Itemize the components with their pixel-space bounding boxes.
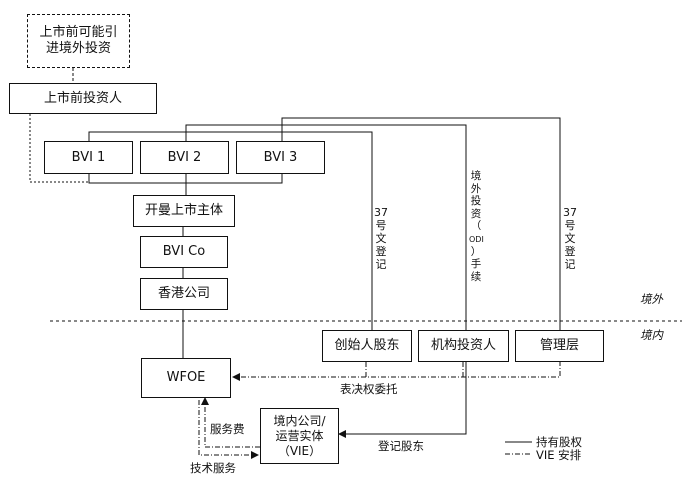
- box-founder-shareholder: 创始人股东: [322, 330, 412, 362]
- box-wfoe: WFOE: [141, 358, 231, 398]
- legend-vie-label: VIE 安排: [536, 448, 582, 462]
- label-registered-shareholder: 登记股东: [378, 439, 424, 453]
- box-text: 境内公司/: [273, 413, 326, 428]
- box-text: 香港公司: [157, 286, 210, 301]
- box-institutional-investor: 机构投资人: [418, 330, 509, 362]
- legend-equity-label: 持有股权: [536, 435, 582, 449]
- box-text: BVI 1: [71, 149, 106, 165]
- box-text: 管理层: [539, 338, 579, 353]
- box-text: 上市前投资人: [43, 90, 122, 106]
- box-text: 上市前可能引: [39, 25, 118, 40]
- box-text: BVI 2: [167, 149, 202, 165]
- box-text: 创始人股东: [334, 338, 400, 353]
- box-hk-company: 香港公司: [140, 278, 228, 310]
- box-text: 进境外投资: [45, 41, 111, 56]
- box-pre-ipo-foreign-investor: 上市前可能引 进境外投资: [27, 14, 130, 68]
- line-bvi2-investor: [185, 124, 467, 330]
- box-text: 运营实体: [275, 428, 324, 443]
- box-domestic-vie: 境内公司/ 运营实体 （VIE）: [260, 408, 339, 464]
- box-text: 开曼上市主体: [144, 203, 223, 218]
- box-pre-ipo-investor: 上市前投资人: [9, 83, 157, 114]
- label-onshore: 境内: [640, 328, 663, 342]
- box-text: （VIE）: [277, 443, 322, 458]
- box-bvi2: BVI 2: [140, 141, 229, 174]
- label-circular37-left: 37 号 文 登 记: [374, 206, 388, 271]
- box-text: WFOE: [166, 370, 206, 385]
- link-preipo-to-bvi1: [29, 114, 88, 183]
- arrow-registered-shareholder: [338, 362, 467, 438]
- box-bvi3: BVI 3: [236, 141, 325, 174]
- box-cayman-entity: 开曼上市主体: [133, 195, 235, 227]
- label-offshore: 境外: [640, 292, 663, 306]
- box-bvi1: BVI 1: [44, 141, 133, 174]
- box-bvi-co: BVI Co: [140, 236, 228, 268]
- label-circular37-right: 37 号 文 登 记: [563, 206, 577, 271]
- label-service-fee: 服务费: [210, 422, 245, 436]
- label-voting-proxy: 表决权委托: [340, 382, 398, 396]
- line-bvi1-founder: [88, 131, 373, 330]
- line-bvi3-mgmt: [281, 117, 561, 330]
- arrow-service-fee: [201, 397, 260, 448]
- box-text: 机构投资人: [430, 338, 496, 353]
- box-text: BVI Co: [162, 244, 206, 259]
- label-tech-service: 技术服务: [190, 461, 236, 475]
- box-management: 管理层: [515, 330, 604, 362]
- box-text: BVI 3: [263, 149, 298, 165]
- arrow-tech-service: [198, 400, 259, 459]
- label-odi-procedure: 境 外 投 资 （ ODI ） 手 续: [469, 170, 484, 283]
